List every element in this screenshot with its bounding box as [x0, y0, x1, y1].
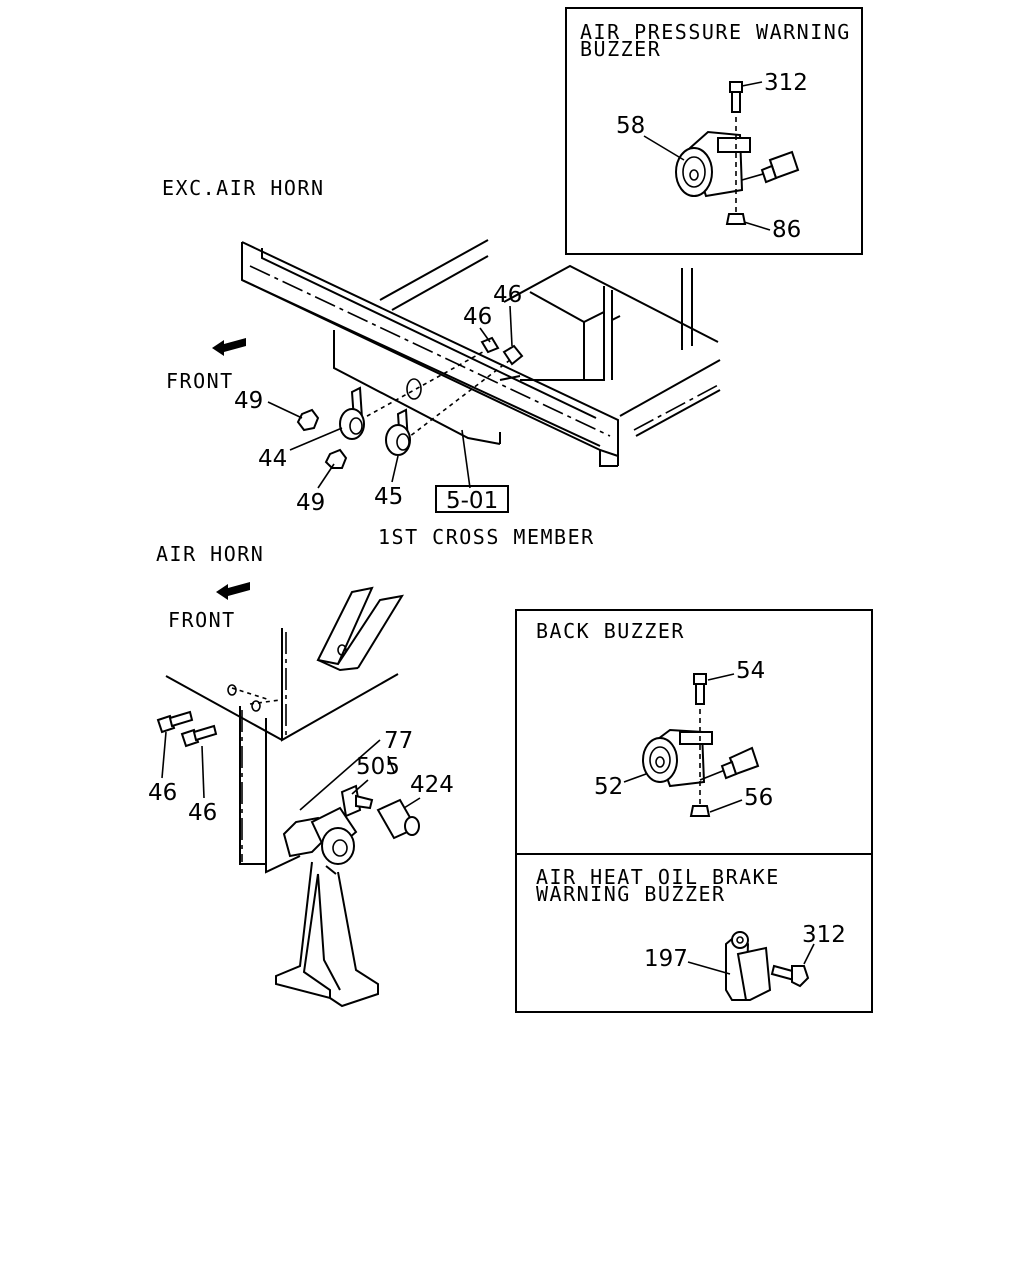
front-arrow-icon [212, 338, 246, 356]
callout-86: 86 [772, 217, 801, 243]
callout-77: 77 [384, 728, 413, 754]
callout-45: 45 [374, 484, 403, 510]
callout-49-a: 49 [234, 388, 263, 414]
callout-424: 424 [410, 772, 454, 798]
ref-box-5-01: 5-01 [435, 485, 509, 514]
back-buzzer-panel-frame [515, 609, 873, 1013]
callout-46-b: 46 [463, 304, 492, 330]
callout-44: 44 [258, 446, 287, 472]
air-horn-title: AIR HORN [156, 542, 264, 566]
back-buzzer-drawing [642, 673, 760, 817]
cross-member-label: 1ST CROSS MEMBER [378, 525, 595, 549]
callout-49-b: 49 [296, 490, 325, 516]
callout-312-air-pressure: 312 [764, 70, 808, 96]
frame-rail-drawing [241, 239, 721, 489]
exc-air-horn-title: EXC.AIR HORN [162, 176, 325, 200]
callout-46-a: 46 [493, 282, 522, 308]
front-label-1: FRONT [166, 369, 234, 393]
horn-parts-drawing [296, 336, 524, 469]
front-arrow-icon-2 [216, 582, 250, 600]
callout-46-d: 46 [188, 800, 217, 826]
oil-brake-title-line1: AIR HEAT OIL BRAKE [536, 865, 780, 889]
air-pressure-title-line1: AIR PRESSURE WARNING [580, 20, 851, 44]
air-pressure-warning-buzzer-panel: AIR PRESSURE WARNING BUZZER 312 58 86 [565, 7, 863, 255]
callout-312-oil-brake: 312 [802, 922, 846, 948]
oil-brake-title-line2: WARNING BUZZER [536, 882, 726, 906]
back-buzzer-panel: BACK BUZZER 54 52 56 AIR HEAT OIL BRAKE … [515, 609, 873, 1013]
callout-54: 54 [736, 658, 765, 684]
callout-197: 197 [644, 946, 688, 972]
ref-box-label: 5-01 [446, 488, 498, 514]
air-pressure-title-line2: BUZZER [580, 37, 661, 61]
callout-52: 52 [594, 774, 623, 800]
front-label-2: FRONT [168, 608, 236, 632]
callout-505: 505 [356, 754, 400, 780]
callout-58: 58 [616, 113, 645, 139]
callout-46-c: 46 [148, 780, 177, 806]
air-horn-drawing [156, 586, 420, 1008]
air-pressure-buzzer-drawing [675, 81, 800, 225]
callout-56: 56 [744, 785, 773, 811]
air-pressure-panel-frame [565, 7, 863, 255]
oil-brake-buzzer-drawing [725, 931, 810, 1001]
back-buzzer-title: BACK BUZZER [536, 619, 685, 643]
